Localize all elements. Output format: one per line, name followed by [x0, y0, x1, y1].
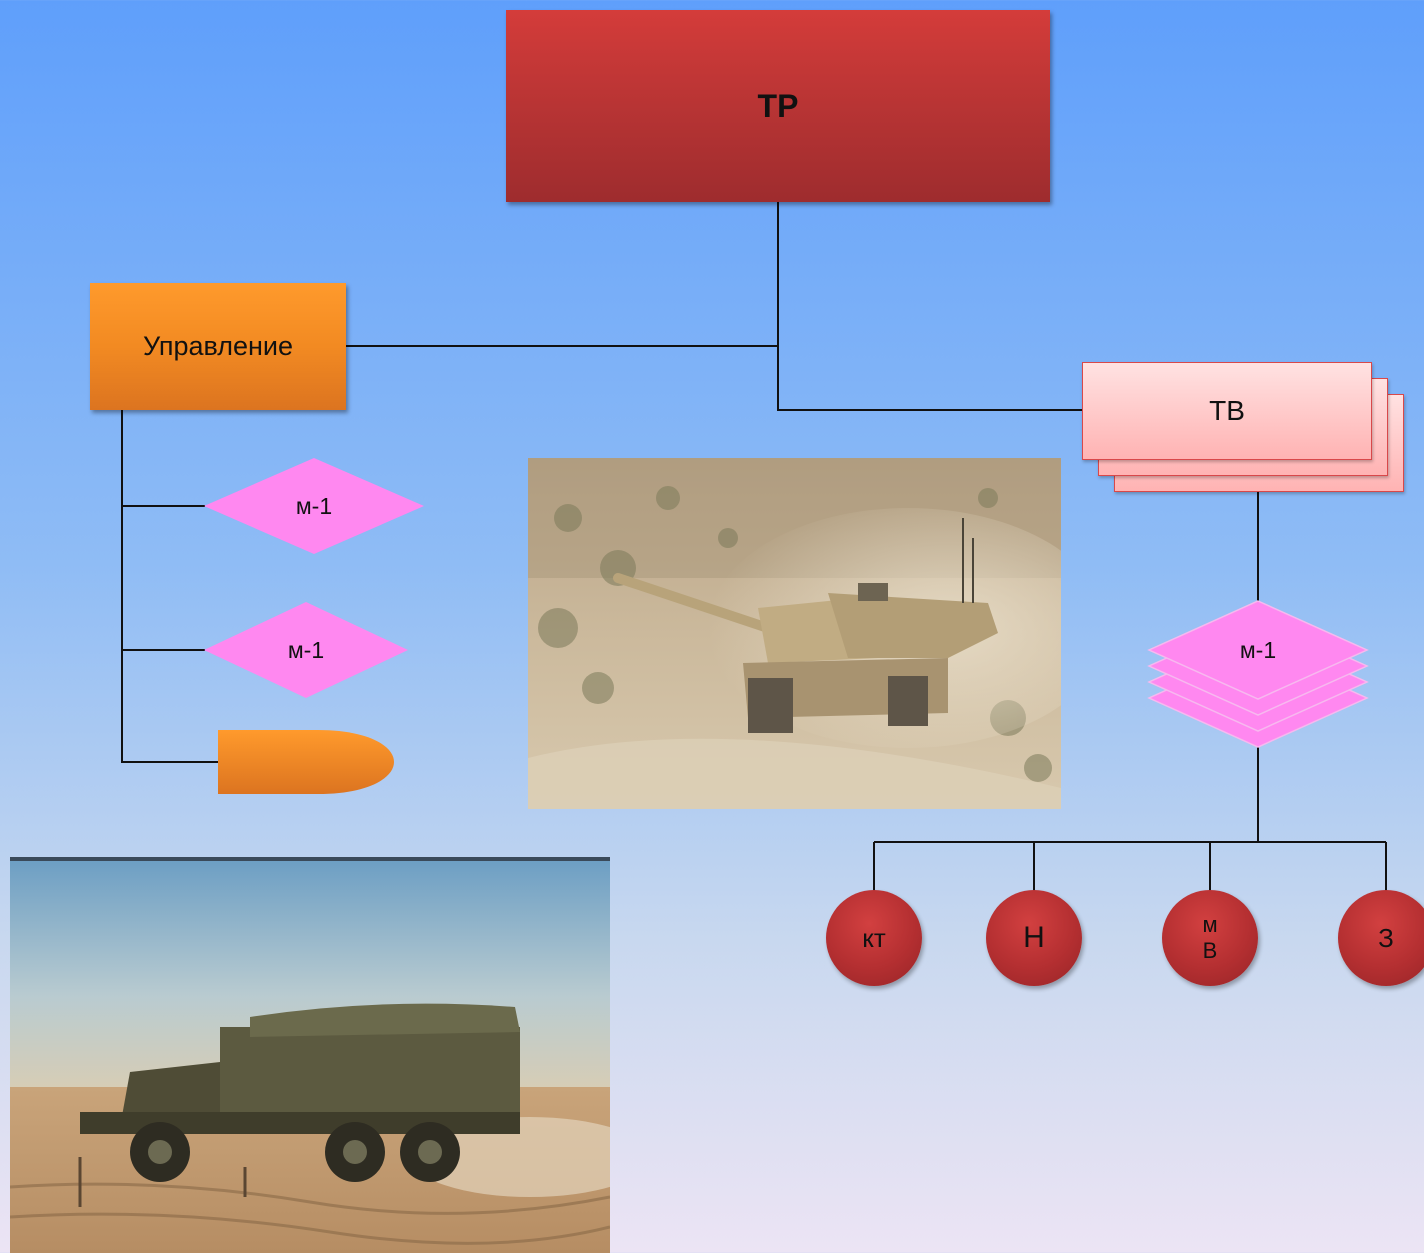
management-unit-diamond-1: [204, 458, 424, 554]
sub-unit-label-1: кт: [862, 922, 886, 953]
management-box-label: Управление: [142, 331, 294, 361]
management-unit-label-1: м-1: [295, 492, 333, 519]
orange-delay-shape: [218, 730, 394, 794]
management-box: Управление: [90, 283, 346, 410]
tr-box-label: ТР: [757, 87, 799, 124]
sub-unit-circle-3: м В: [1162, 890, 1258, 986]
management-unit-label-2: м-1: [287, 636, 325, 663]
sub-unit-circle-2: Н: [986, 890, 1082, 986]
tv-box-label: ТВ: [1209, 395, 1245, 426]
sub-unit-label-4: З: [1378, 922, 1394, 953]
tank-photo: [528, 458, 1061, 809]
sub-unit-circle-1: кт: [826, 890, 922, 986]
tv-unit-label: м-1: [1239, 636, 1277, 663]
sub-unit-label-3: м В: [1202, 912, 1218, 963]
sub-unit-label-2: Н: [1023, 921, 1045, 954]
truck-photo: [10, 857, 610, 1253]
tv-box-stack: ТВ: [1082, 362, 1404, 494]
management-unit-diamond-2: [204, 602, 408, 698]
sub-unit-circle-4: З: [1338, 890, 1424, 986]
tv-box: ТВ: [1082, 362, 1372, 460]
tv-unit-diamond-stack: [1147, 600, 1369, 748]
tr-box: ТР: [506, 10, 1050, 202]
